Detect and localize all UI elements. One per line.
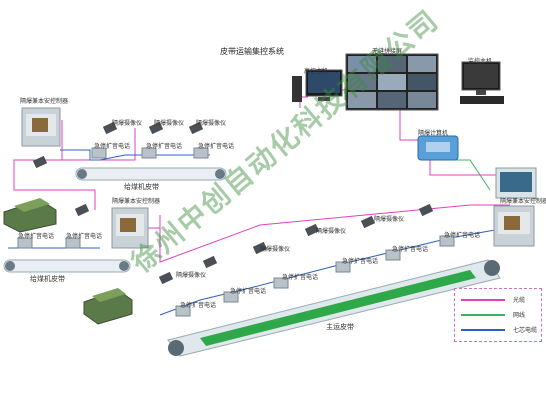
video-screen-label: 无缝拼接屏: [372, 48, 403, 55]
feeder-belt-bottom: [3, 259, 131, 273]
protector-label-5: 隔爆摄像仪: [260, 246, 291, 253]
protectors-top-row: [32, 121, 204, 217]
feeder-machine-main: [83, 288, 133, 325]
protector-label-3: 隔爆摄像仪: [196, 120, 227, 127]
controller-right-label: 隔爆兼本安控制器: [500, 198, 546, 205]
phone-label-7: 急停扩音电话: [230, 288, 267, 295]
legend-label-network: 网线: [513, 312, 526, 319]
phone-label-5: 急停扩音电话: [66, 233, 103, 240]
protectors-main-row: [158, 203, 434, 285]
phone-label-1: 急停扩音电话: [94, 143, 131, 150]
legend-swatch-seven-core: [461, 329, 505, 331]
phone-label-6: 急停扩音电话: [180, 302, 217, 309]
legend-swatch-network: [461, 314, 505, 316]
controller-top-label: 隔爆兼本安控制器: [20, 98, 69, 105]
right-console: [495, 167, 537, 199]
explosion-proof-computer: [417, 135, 459, 161]
phone-label-9: 急停扩音电话: [342, 258, 379, 265]
host-right-label: 监控主机: [468, 58, 493, 65]
feeder-belt-top-label: 给煤机皮带: [124, 183, 159, 191]
phones-main: [175, 235, 455, 317]
cable-legend: 光缆 网线 七芯电缆: [454, 288, 542, 342]
controller-right: [493, 205, 535, 247]
legend-row-network: 网线: [461, 310, 541, 320]
feeder-belt-bottom-label: 给煤机皮带: [30, 275, 65, 283]
host-left-label: 高控主机: [304, 68, 329, 75]
phone-label-3: 急停扩音电话: [198, 143, 235, 150]
phone-label-8: 急停扩音电话: [282, 274, 319, 281]
fiber-cable-ctrl-mid: [13, 159, 96, 210]
phone-label-10: 急停扩音电话: [392, 246, 429, 253]
controller-mid-label: 隔爆兼本安控制器: [112, 198, 161, 205]
legend-row-fiber: 光缆: [461, 295, 541, 305]
feeder-belt-top: [75, 167, 227, 181]
phone-label-4: 急停扩音电话: [18, 233, 55, 240]
fiber-cable-main-line: [140, 204, 510, 263]
legend-row-seven-core: 七芯电缆: [461, 325, 541, 335]
controller-mid: [111, 207, 149, 249]
phone-label-2: 急停扩音电话: [146, 143, 183, 150]
controller-top: [21, 107, 61, 147]
phone-label-11: 急停扩音电话: [444, 232, 481, 239]
main-belt: [167, 259, 501, 357]
phones-top: [17, 147, 209, 249]
legend-label-seven-core: 七芯电缆: [513, 327, 538, 334]
host-computer-left: [292, 69, 343, 102]
video-wall-display: [345, 53, 439, 111]
legend-label-fiber: 光缆: [513, 297, 526, 304]
protector-label-7: 隔爆摄像仪: [374, 216, 405, 223]
feeder-machine-left: [3, 198, 57, 233]
main-belt-label: 主运皮带: [326, 323, 354, 331]
diagram-title: 皮带运输集控系统: [220, 47, 284, 56]
protector-label-2: 隔爆摄像仪: [154, 120, 185, 127]
protector-label-6: 隔爆摄像仪: [316, 228, 347, 235]
relay-box-label: 隔爆计算机: [418, 130, 449, 137]
protector-label-1: 隔爆摄像仪: [112, 120, 143, 127]
protector-label-4: 隔爆摄像仪: [176, 272, 207, 279]
host-computer-right: [460, 61, 504, 104]
legend-swatch-fiber: [461, 299, 505, 301]
